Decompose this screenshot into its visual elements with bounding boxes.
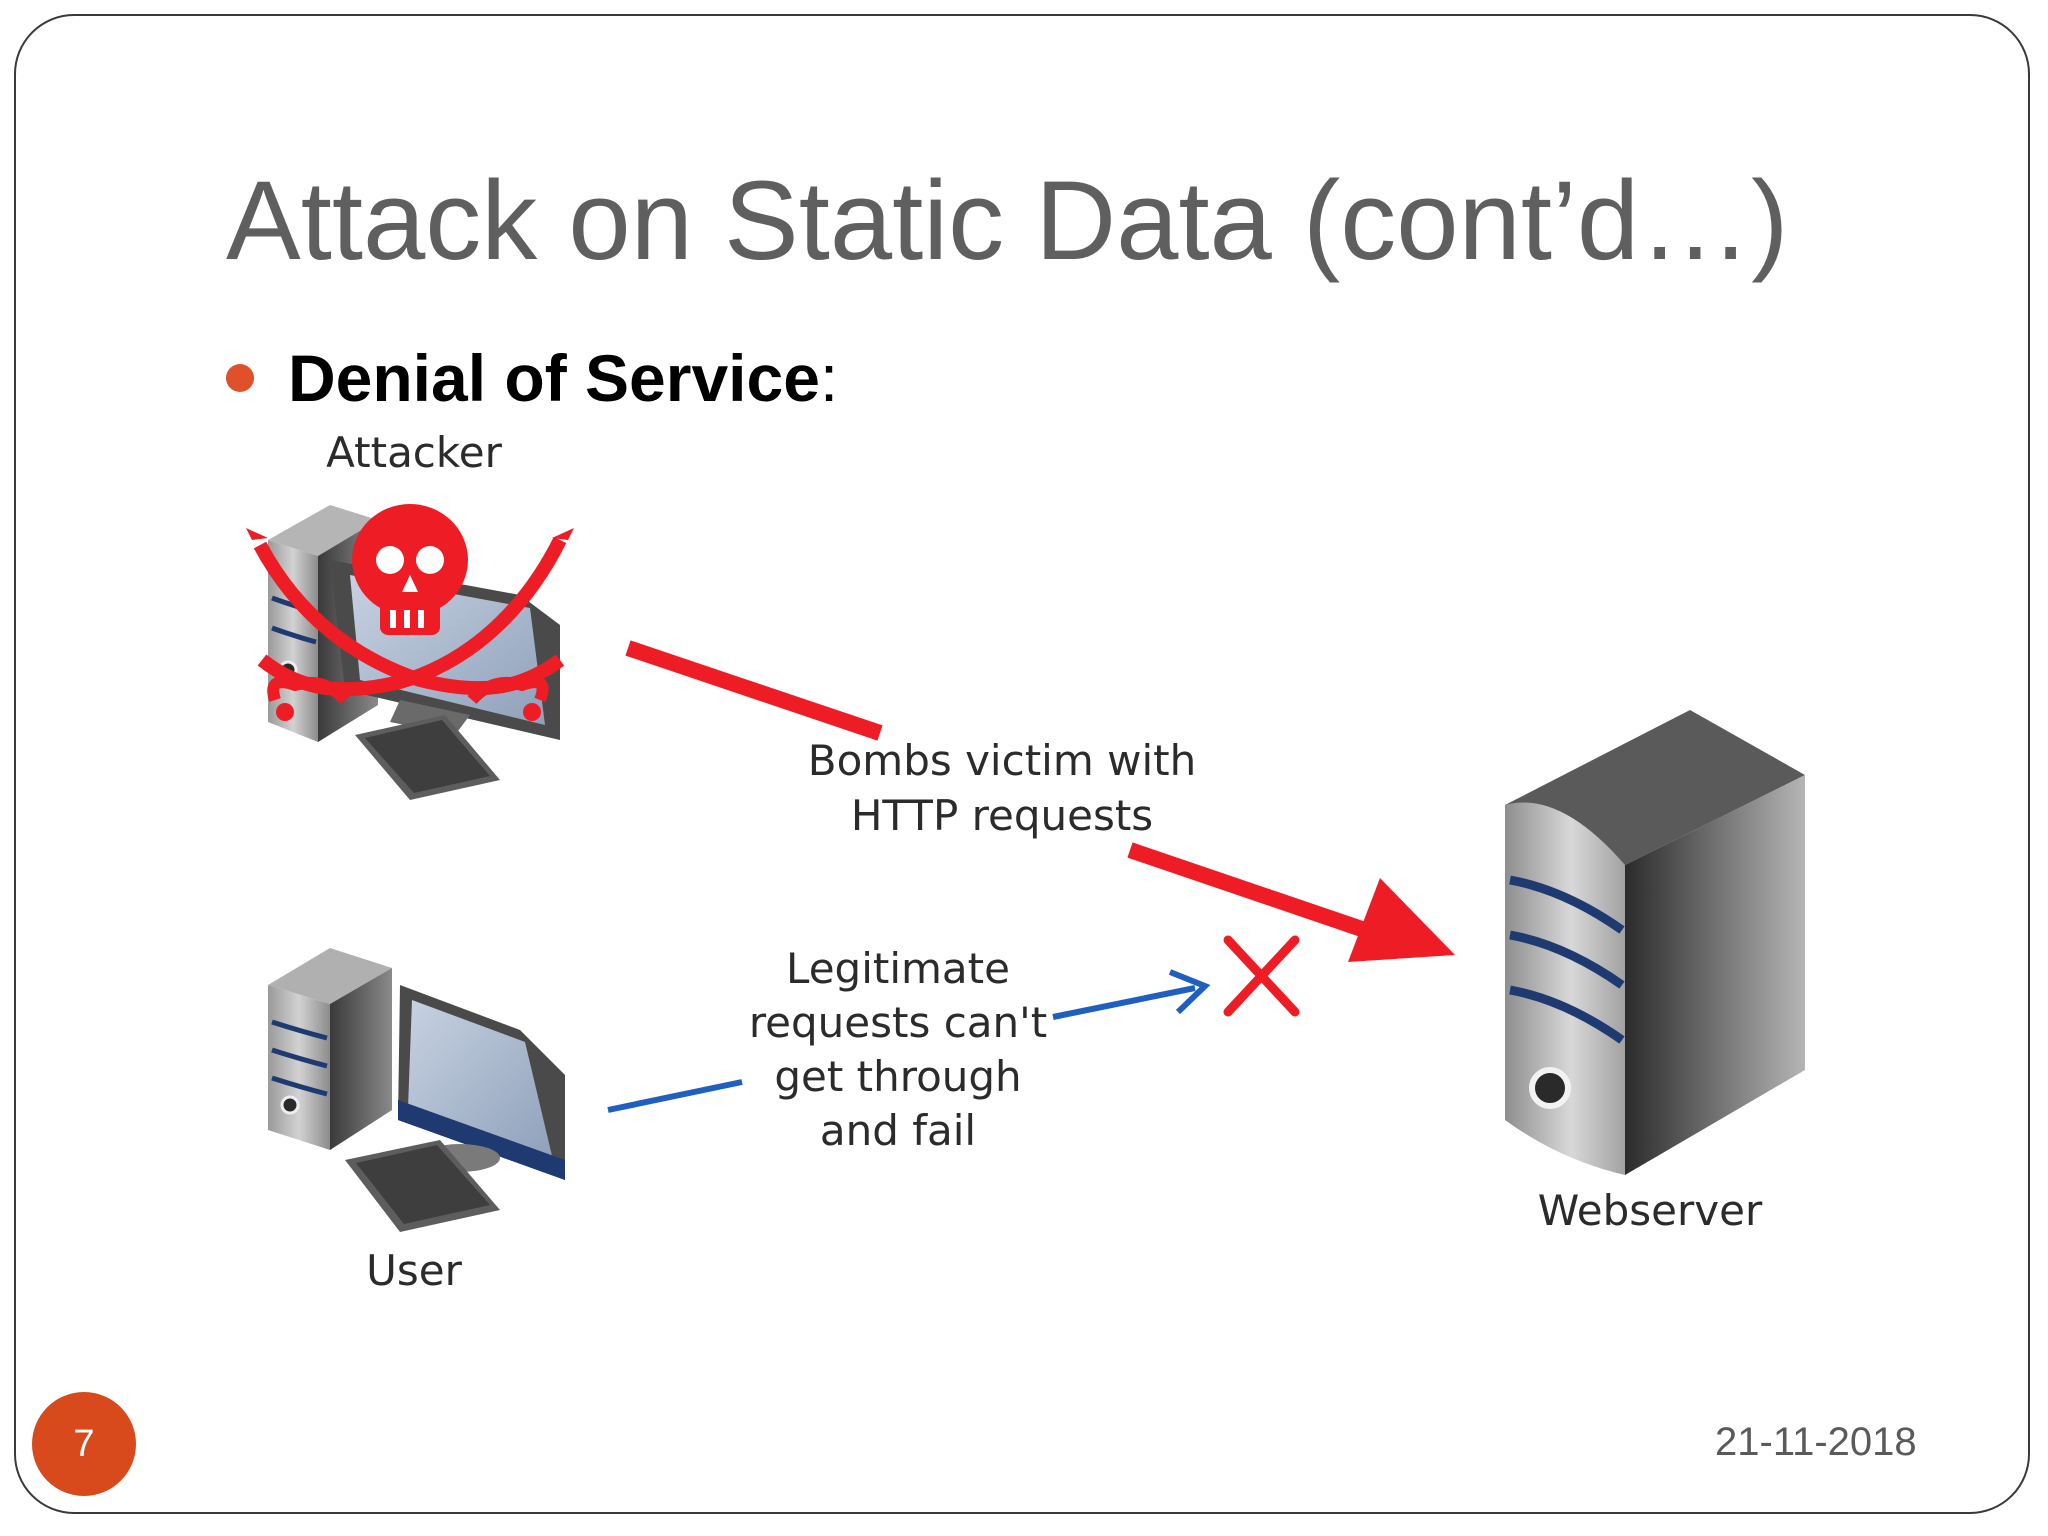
bullet-text: Denial of Service bbox=[288, 341, 820, 415]
user-tower bbox=[268, 948, 392, 1150]
legit-label-line-4: and fail bbox=[820, 1106, 976, 1155]
user-computer bbox=[268, 948, 565, 1232]
blocked-x-icon bbox=[1223, 935, 1300, 1017]
slide-date: 21-11-2018 bbox=[1715, 1420, 1917, 1464]
user-keyboard bbox=[345, 1140, 500, 1232]
attacker-keyboard bbox=[355, 715, 500, 800]
legit-label-line-2: requests can't bbox=[749, 998, 1047, 1047]
attacker-label: Attacker bbox=[326, 428, 502, 477]
attack-arrow bbox=[625, 640, 1455, 962]
user-label: User bbox=[366, 1246, 462, 1295]
attacker-computer bbox=[246, 504, 574, 800]
bullet-dot bbox=[226, 364, 254, 392]
legit-label-line-1: Legitimate bbox=[786, 944, 1010, 993]
attack-label-line-1: Bombs victim with bbox=[808, 736, 1196, 785]
legit-label-line-3: get through bbox=[774, 1052, 1021, 1101]
user-monitor bbox=[398, 985, 565, 1180]
bullet-colon: : bbox=[819, 341, 839, 415]
webserver-icon bbox=[1505, 710, 1805, 1175]
bullet-item: Denial of Service: bbox=[226, 345, 838, 411]
page-number-badge: 7 bbox=[32, 1392, 136, 1496]
legit-arrow bbox=[607, 969, 1211, 1113]
attack-label-line-2: HTTP requests bbox=[851, 791, 1153, 840]
webserver-label: Webserver bbox=[1538, 1186, 1763, 1235]
slide-title: Attack on Static Data (cont’d…) bbox=[226, 158, 1789, 283]
skull-crossbones-icon bbox=[246, 504, 574, 721]
